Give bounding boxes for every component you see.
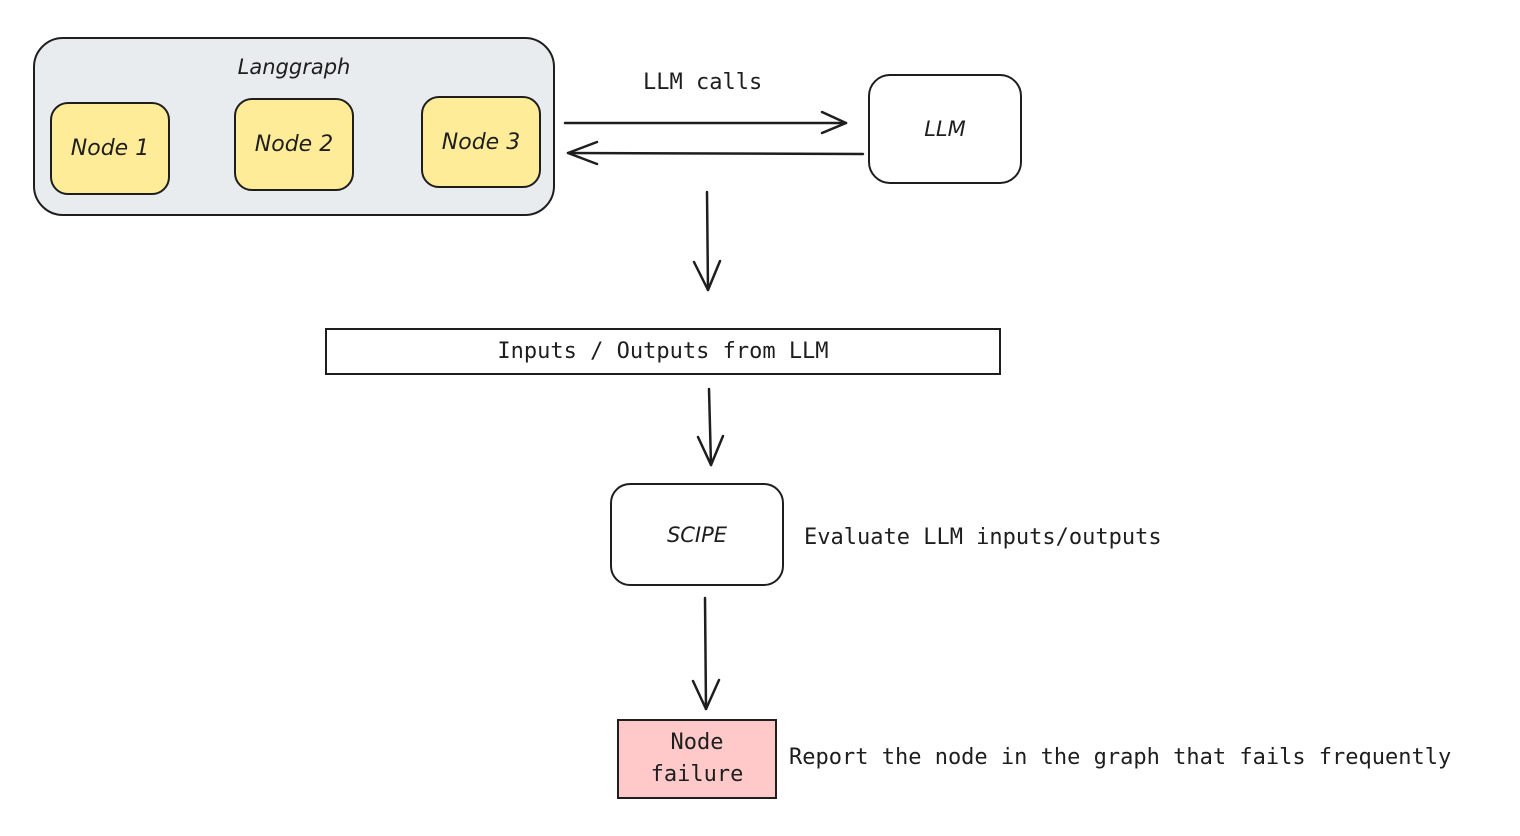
- node-failure-line2: failure: [650, 762, 744, 787]
- arrow-to-node-failure: [691, 596, 721, 711]
- inputs-outputs-bar: Inputs / Outputs from LLM: [325, 328, 1001, 375]
- scipe-description: Evaluate LLM inputs/outputs: [804, 525, 1162, 550]
- scipe-box: SCIPE: [610, 483, 784, 586]
- arrow-to-llm: [563, 110, 848, 135]
- node-3: Node 3: [421, 96, 541, 188]
- arrow-to-scipe: [696, 387, 725, 467]
- node-1: Node 1: [50, 102, 170, 195]
- failure-description: Report the node in the graph that fails …: [789, 745, 1452, 770]
- node-failure-line1: Node: [670, 730, 724, 755]
- node-failure-box: Node failure: [617, 719, 777, 799]
- node-2: Node 2: [234, 98, 354, 191]
- llm-calls-label: LLM calls: [643, 70, 763, 95]
- llm-box: LLM: [868, 74, 1022, 184]
- arrow-from-llm: [566, 140, 865, 166]
- arrow-to-io-bar: [692, 190, 722, 292]
- langgraph-title: Langgraph: [237, 55, 351, 79]
